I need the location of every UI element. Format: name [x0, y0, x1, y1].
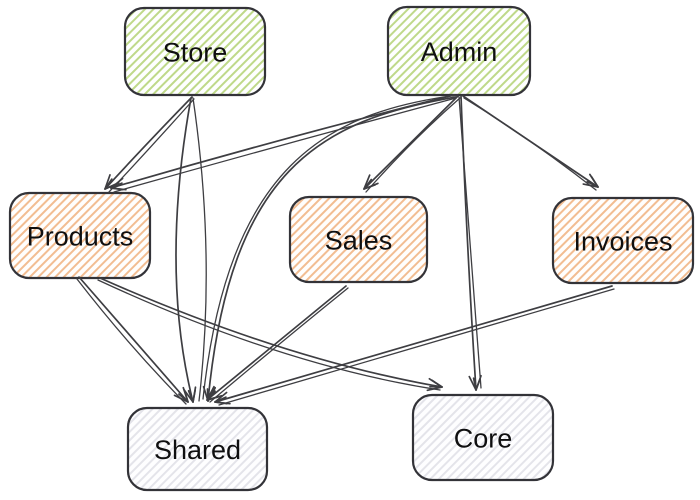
node-label-core: Core	[454, 424, 513, 454]
arrowhead-admin-products	[110, 182, 124, 191]
node-box-shared[interactable]	[126, 406, 269, 492]
arrowhead-sales-shared	[206, 390, 220, 401]
node-box-store[interactable]	[123, 6, 267, 97]
edge-stroke	[218, 288, 615, 406]
edge-stroke	[460, 95, 477, 391]
edge-stroke	[207, 96, 457, 402]
arrowhead-admin-sales	[363, 178, 377, 190]
edge-store-shared	[175, 97, 207, 403]
node-products[interactable]: Products	[8, 191, 152, 280]
node-box-core[interactable]	[411, 393, 555, 482]
edge-stroke	[458, 96, 482, 389]
edge-stroke	[104, 96, 193, 190]
arrowhead-products-shared	[178, 389, 189, 403]
edge-stroke	[365, 97, 461, 193]
node-box-sales[interactable]	[288, 195, 429, 284]
edge-stroke	[99, 277, 443, 388]
node-label-shared: Shared	[154, 435, 241, 465]
edge-invoices-shared	[214, 285, 615, 406]
edge-stroke	[78, 276, 189, 403]
edge-products-core	[97, 277, 443, 392]
node-box-admin[interactable]	[386, 5, 532, 97]
edge-stroke	[214, 285, 613, 403]
edge-stroke	[363, 95, 459, 190]
edge-stroke	[76, 278, 187, 405]
node-core[interactable]: Core	[411, 393, 555, 482]
node-label-sales: Sales	[325, 226, 393, 256]
edge-sales-shared	[206, 285, 349, 403]
edge-stroke	[202, 94, 459, 400]
node-invoices[interactable]: Invoices	[551, 196, 695, 285]
edge-stroke	[175, 97, 194, 403]
edge-stroke	[108, 98, 195, 193]
diagram-edges	[76, 94, 615, 406]
edge-stroke	[192, 97, 207, 402]
edge-stroke	[113, 97, 457, 193]
node-sales[interactable]: Sales	[288, 195, 429, 284]
arrowhead-admin-core	[472, 377, 482, 391]
node-store[interactable]: Store	[123, 6, 267, 97]
node-label-invoices: Invoices	[573, 227, 672, 257]
node-shared[interactable]: Shared	[126, 406, 269, 492]
node-label-admin: Admin	[421, 37, 498, 67]
edge-admin-core	[458, 95, 482, 391]
edge-stroke	[97, 279, 441, 391]
edge-admin-sales	[363, 95, 461, 193]
arrowhead-admin-invoices	[586, 175, 599, 188]
edge-stroke	[209, 287, 349, 403]
edge-products-shared	[76, 276, 189, 405]
edge-stroke	[206, 285, 347, 401]
node-label-products: Products	[27, 222, 134, 252]
edge-stroke	[463, 97, 597, 191]
arrowhead-store-shared	[187, 389, 197, 403]
arrowhead-invoices-shared	[214, 396, 228, 405]
node-label-store: Store	[163, 38, 228, 68]
arrowhead-products-core	[429, 379, 443, 388]
node-admin[interactable]: Admin	[386, 5, 532, 97]
node-box-invoices[interactable]	[551, 196, 695, 285]
edge-admin-invoices	[462, 95, 599, 191]
